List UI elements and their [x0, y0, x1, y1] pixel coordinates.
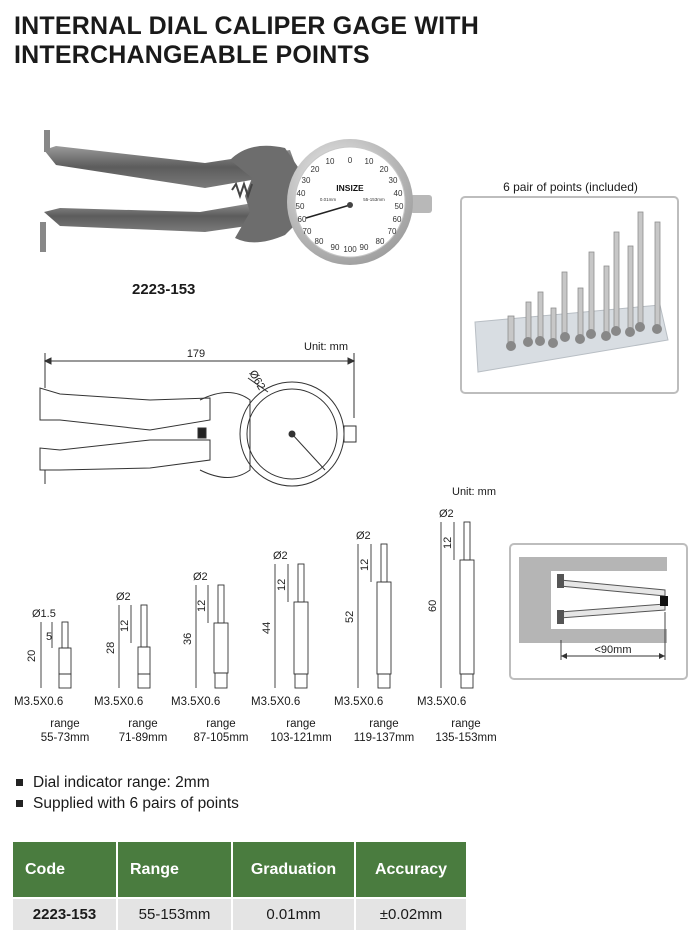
- col-accuracy: Accuracy: [355, 842, 466, 898]
- dial-number: 40: [394, 189, 403, 198]
- overall-length: 179: [187, 348, 205, 360]
- model-code: 2223-153: [132, 281, 196, 298]
- dial-number: 50: [296, 202, 305, 211]
- dial-diameter: Ø62: [246, 368, 267, 392]
- dial-number: 60: [393, 215, 402, 224]
- tip-dia-4: Ø2: [273, 550, 288, 562]
- feature-item: Dial indicator range: 2mm: [14, 772, 239, 793]
- dial-number: 20: [380, 165, 389, 174]
- dial-number: 20: [311, 165, 320, 174]
- thread-3: M3.5X0.6: [171, 696, 221, 708]
- dial-number: 60: [298, 215, 307, 224]
- length-5: 52: [344, 611, 356, 623]
- page-title: INTERNAL DIAL CALIPER GAGE WITH INTERCHA…: [14, 12, 479, 70]
- tip-dia-6: Ø2: [439, 508, 454, 520]
- dial-number: 10: [365, 157, 374, 166]
- depth-diagram-frame: [509, 543, 688, 680]
- cell-accuracy: ±0.02mm: [355, 897, 466, 930]
- dial-number: 70: [388, 227, 397, 236]
- dial-number: 10: [326, 157, 335, 166]
- cell-code: 2223-153: [13, 897, 118, 930]
- drawing-unit-label: Unit: mm: [304, 341, 348, 353]
- title-line-2: INTERCHANGEABLE POINTS: [14, 41, 370, 69]
- dial-brand: INSIZE: [336, 183, 364, 193]
- tip-len-5: 12: [359, 559, 371, 571]
- cell-range: 55-153mm: [117, 897, 233, 930]
- length-6: 60: [427, 600, 439, 612]
- points-caption: 6 pair of points (included): [503, 180, 638, 194]
- col-graduation: Graduation: [232, 842, 356, 898]
- dial-number: 40: [297, 189, 306, 198]
- col-code: Code: [13, 842, 118, 898]
- bullet-icon: [16, 800, 23, 807]
- table-row: 2223-153 55-153mm 0.01mm ±0.02mm: [13, 897, 466, 930]
- dial-number: 0: [348, 156, 353, 165]
- dial-number: 90: [360, 243, 369, 252]
- table-header-row: Code Range Graduation Accuracy: [13, 842, 466, 898]
- tip-len-1: 5: [46, 631, 52, 643]
- dial-number: 30: [302, 176, 311, 185]
- dial-resolution: 0.01mm: [320, 197, 337, 202]
- tip-len-3: 12: [196, 600, 208, 612]
- length-1: 20: [26, 650, 38, 662]
- tip-dia-5: Ø2: [356, 530, 371, 542]
- tip-len-4: 12: [276, 579, 288, 591]
- dial-number: 50: [395, 202, 404, 211]
- dial-range: 55-153mm: [363, 197, 385, 202]
- thread-4: M3.5X0.6: [251, 696, 301, 708]
- cell-graduation: 0.01mm: [232, 897, 356, 930]
- thread-5: M3.5X0.6: [334, 696, 384, 708]
- dial-number: 90: [331, 243, 340, 252]
- thread-2: M3.5X0.6: [94, 696, 144, 708]
- title-line-1: INTERNAL DIAL CALIPER GAGE WITH: [14, 12, 480, 40]
- dial-number: 100: [343, 245, 357, 254]
- feature-list: Dial indicator range: 2mm Supplied with …: [14, 772, 239, 814]
- spec-table: Code Range Graduation Accuracy 2223-153 …: [13, 842, 466, 930]
- thread-1: M3.5X0.6: [14, 696, 64, 708]
- tip-dia-3: Ø2: [193, 571, 208, 583]
- tip-dia-1: Ø1.5: [32, 608, 56, 620]
- feature-item: Supplied with 6 pairs of points: [14, 793, 239, 814]
- points-unit-label: Unit: mm: [452, 486, 496, 498]
- col-range: Range: [117, 842, 233, 898]
- dial-number: 30: [389, 176, 398, 185]
- length-3: 36: [182, 633, 194, 645]
- dial-number: 80: [376, 237, 385, 246]
- tip-len-2: 12: [119, 620, 131, 632]
- dial-number: 70: [303, 227, 312, 236]
- tip-len-6: 12: [442, 537, 454, 549]
- tip-dia-2: Ø2: [116, 591, 131, 603]
- thread-6: M3.5X0.6: [417, 696, 467, 708]
- dial-number: 80: [315, 237, 324, 246]
- bullet-icon: [16, 779, 23, 786]
- length-4: 44: [261, 622, 273, 634]
- points-photo-frame: [460, 196, 679, 394]
- length-2: 28: [105, 642, 117, 654]
